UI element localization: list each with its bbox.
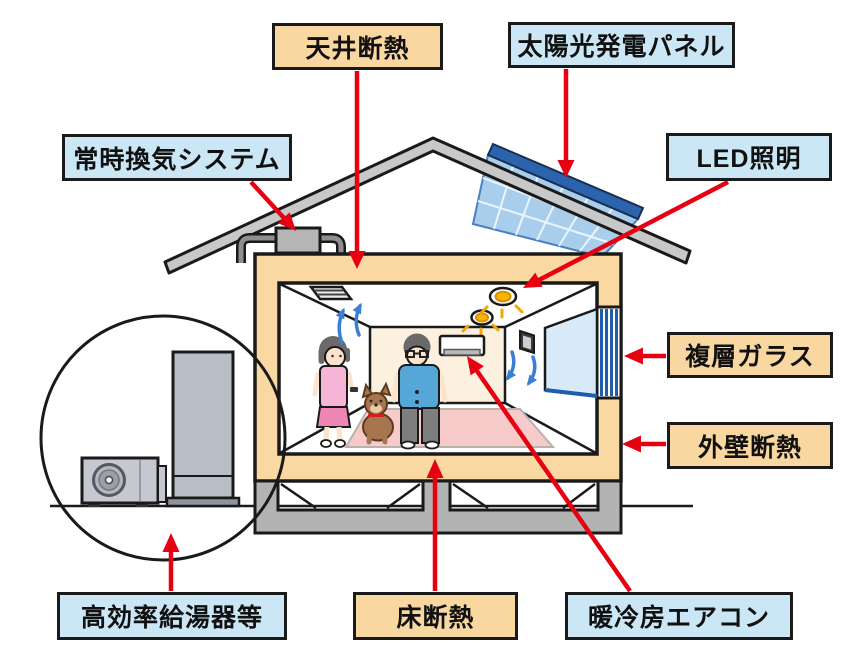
callout-arrows bbox=[162, 69, 730, 593]
man bbox=[391, 333, 448, 450]
label-led-lighting: LED照明 bbox=[666, 133, 832, 181]
label-floor-insulation: 床断熱 bbox=[353, 592, 518, 640]
woman bbox=[312, 336, 358, 448]
air-conditioner bbox=[438, 334, 486, 357]
arrow-double-glazing bbox=[624, 347, 666, 365]
arrow-wall-insulation bbox=[622, 435, 666, 453]
led-downlights bbox=[461, 286, 524, 337]
dog bbox=[361, 381, 394, 445]
label-ceiling-insulation: 天井断熱 bbox=[272, 23, 443, 70]
arrow-water-heater bbox=[162, 533, 180, 591]
label-exterior-wall-insulation: 外壁断熱 bbox=[667, 422, 833, 469]
arrow-led bbox=[523, 180, 730, 288]
window-double-glazing bbox=[543, 305, 623, 400]
solar-panel-edge bbox=[486, 142, 645, 221]
arrow-ventilation bbox=[249, 180, 296, 231]
outdoor-unit bbox=[80, 456, 167, 507]
water-heater-unit bbox=[39, 314, 287, 562]
wall-vent bbox=[519, 329, 535, 355]
arrow-aircon bbox=[467, 356, 632, 593]
magnifier-circle bbox=[39, 314, 287, 562]
arrow-floor-insulation bbox=[426, 459, 444, 591]
airflow-arrows bbox=[335, 302, 538, 386]
storage-tank bbox=[165, 350, 241, 508]
roof bbox=[163, 136, 692, 275]
label-water-heater: 高効率給湯器等 bbox=[57, 592, 287, 640]
arrow-ceiling-insulation bbox=[348, 71, 366, 269]
label-double-glazing: 複層ガラス bbox=[667, 332, 833, 378]
label-ventilation-system: 常時換気システム bbox=[62, 134, 292, 181]
label-heating-cooling-aircon: 暖冷房エアコン bbox=[565, 592, 793, 640]
label-solar-panel: 太陽光発電パネル bbox=[508, 22, 735, 68]
arrow-solar-panel bbox=[557, 69, 575, 178]
room-interior bbox=[279, 282, 597, 455]
ventilation-unit bbox=[236, 226, 346, 263]
carpet bbox=[344, 408, 556, 448]
ceiling-vent bbox=[308, 285, 354, 301]
foundation bbox=[253, 479, 623, 535]
